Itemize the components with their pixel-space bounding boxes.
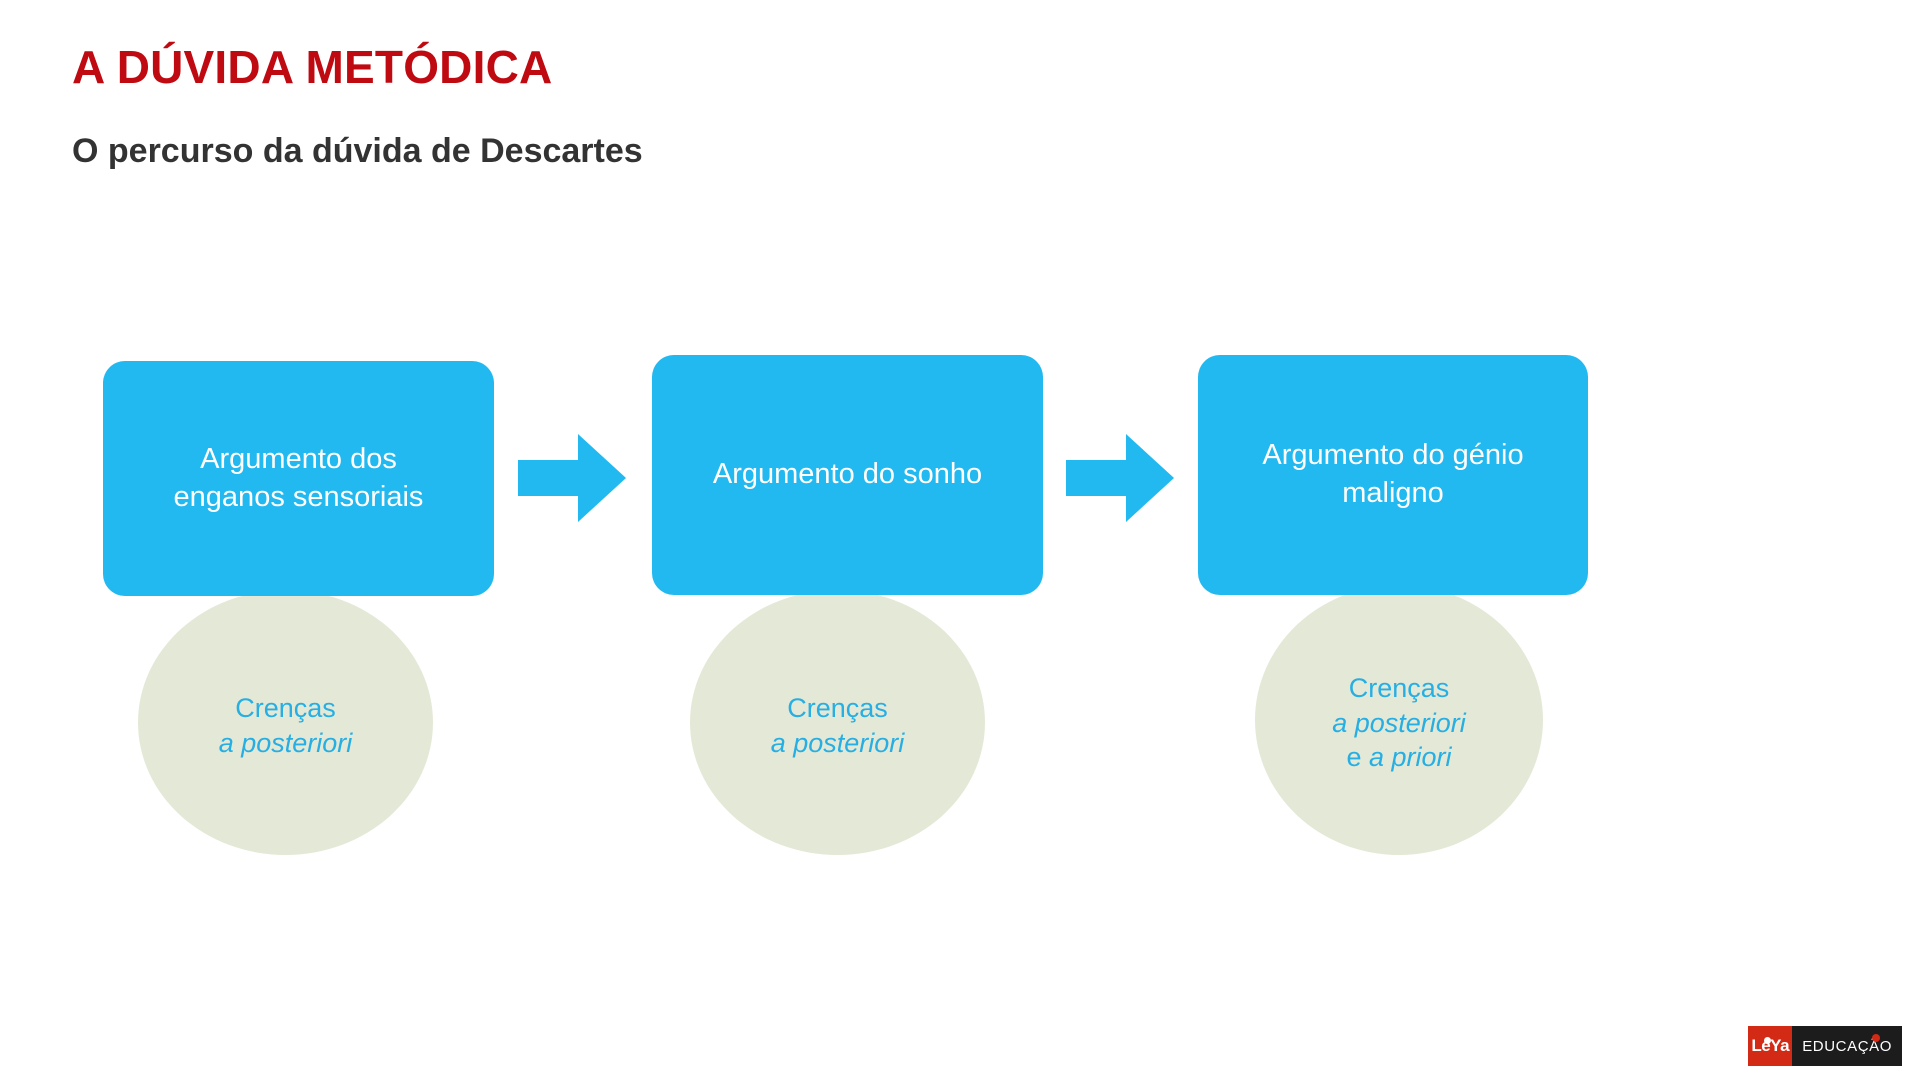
step-box-2-text: Argumento do sonho xyxy=(699,456,996,494)
logo-mark-leya: LeYa xyxy=(1748,1026,1793,1066)
logo-mark-text: LeYa xyxy=(1751,1036,1790,1055)
belief-3-line2: a posteriori xyxy=(1332,707,1466,738)
step-3-label-line2: maligno xyxy=(1342,477,1444,509)
belief-ellipse-1-text: Crenças a posteriori xyxy=(219,685,353,760)
logo-word-text: EDUCAÇÃO xyxy=(1802,1037,1892,1055)
belief-3-line3-prefix: e xyxy=(1346,742,1369,773)
flow-arrow-right-icon-2 xyxy=(1066,434,1174,522)
belief-1-line1: Crenças xyxy=(235,692,336,723)
belief-ellipse-1: Crenças a posteriori xyxy=(138,590,433,855)
logo-accent-dot-icon xyxy=(1872,1034,1880,1042)
logo-dot-icon xyxy=(1764,1037,1772,1044)
belief-ellipse-2: Crenças a posteriori xyxy=(690,590,985,855)
belief-2-line1: Crenças xyxy=(787,692,888,723)
step-box-1[interactable]: Argumento dos enganos sensoriais xyxy=(103,361,494,596)
belief-ellipse-3: Crenças a posteriori e a priori xyxy=(1255,585,1543,855)
belief-ellipse-3-text: Crenças a posteriori e a priori xyxy=(1332,665,1466,775)
step-box-3[interactable]: Argumento do génio maligno xyxy=(1198,355,1588,595)
belief-3-line3: e a priori xyxy=(1332,740,1466,775)
step-box-2[interactable]: Argumento do sonho xyxy=(652,355,1043,595)
page-title: A DÚVIDA METÓDICA xyxy=(72,41,553,93)
step-1-label-line2: enganos sensoriais xyxy=(173,480,424,513)
page-subtitle: O percurso da dúvida de Descartes xyxy=(72,132,643,170)
step-box-1-text: Argumento dos enganos sensoriais xyxy=(160,441,438,516)
belief-3-line3-italic: a priori xyxy=(1368,742,1452,773)
step-box-3-text: Argumento do génio maligno xyxy=(1248,437,1537,512)
step-3-label-line1: Argumento do génio xyxy=(1262,439,1524,472)
leya-educacao-logo: LeYa EDUCAÇÃO xyxy=(1748,1026,1902,1066)
belief-ellipse-2-text: Crenças a posteriori xyxy=(771,685,905,760)
logo-word-educacao: EDUCAÇÃO xyxy=(1792,1026,1902,1066)
step-1-label-line1: Argumento dos xyxy=(200,442,397,475)
belief-1-line2: a posteriori xyxy=(218,727,353,758)
belief-2-line2: a posteriori xyxy=(770,727,905,758)
step-2-label-line1: Argumento do sonho xyxy=(712,458,983,491)
belief-3-line1: Crenças xyxy=(1348,673,1450,704)
flow-arrow-right-icon-1 xyxy=(518,434,626,522)
